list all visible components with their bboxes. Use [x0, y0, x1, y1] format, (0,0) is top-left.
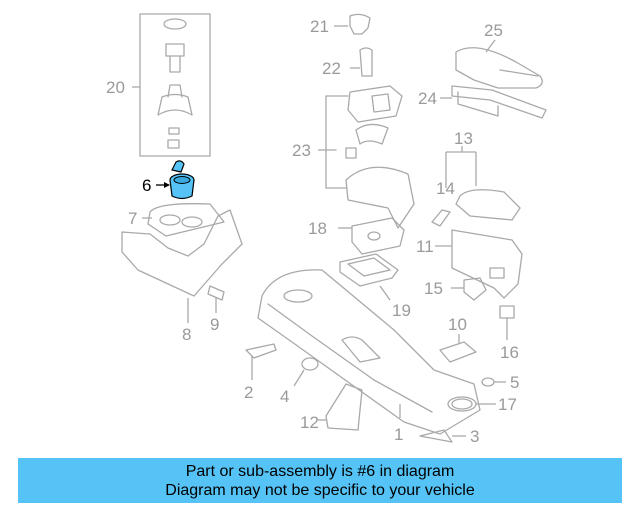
part-21-shift-knob	[334, 13, 371, 35]
part-9-clip	[207, 285, 225, 313]
callout-14: 14	[436, 179, 455, 198]
part-1-center-console	[257, 269, 481, 435]
callout-24: 24	[418, 89, 437, 108]
callout-6: 6	[142, 176, 151, 195]
part-2-bracket	[245, 343, 277, 380]
part-7-cup-holder-body	[142, 203, 225, 237]
part-6-cup-holder-insert[interactable]	[156, 160, 195, 200]
callout-21: 21	[310, 17, 329, 36]
part-19-tray	[339, 253, 399, 301]
callout-18: 18	[308, 219, 327, 238]
part-15-knob	[451, 277, 487, 301]
part-4-grommet	[293, 357, 319, 387]
callout-23: 23	[292, 141, 311, 160]
callout-10: 10	[448, 315, 467, 334]
part-5-clip	[481, 377, 506, 387]
callout-7: 7	[128, 209, 137, 228]
part-17-ring	[451, 398, 496, 410]
callout-22: 22	[322, 59, 341, 78]
callout-11: 11	[416, 237, 434, 256]
part-3-pad	[419, 429, 466, 443]
part-13-lid-group	[445, 146, 521, 221]
part-16-button	[499, 305, 515, 340]
callout-12: 12	[300, 413, 319, 432]
info-banner: Part or sub-assembly is #6 in diagram Di…	[18, 458, 622, 503]
banner-line-1: Part or sub-assembly is #6 in diagram	[185, 462, 455, 480]
callout-4: 4	[280, 387, 289, 406]
callout-16: 16	[500, 343, 519, 362]
callout-15: 15	[424, 279, 443, 298]
part-18-shift-trim	[338, 217, 405, 255]
part-25-trim-cover	[455, 39, 543, 89]
part-10-cover	[439, 334, 477, 363]
banner-line-2: Diagram may not be specific to your vehi…	[165, 481, 475, 499]
part-12-bracket	[318, 383, 363, 431]
callout-2: 2	[244, 383, 253, 402]
callout-25: 25	[484, 21, 503, 40]
callout-13: 13	[454, 129, 473, 148]
part-20-shift-boot-kit	[132, 13, 211, 157]
part-14-switch	[431, 209, 451, 227]
callout-3: 3	[470, 427, 479, 446]
callout-9: 9	[210, 315, 219, 334]
callout-5: 5	[510, 373, 519, 392]
part-24-bracket	[440, 85, 547, 119]
callout-20: 20	[106, 78, 125, 97]
callout-17: 17	[498, 395, 517, 414]
part-11-console-rear	[435, 229, 523, 299]
part-23-shifter-assembly	[318, 85, 415, 229]
callout-1: 1	[394, 425, 403, 444]
part-22-shift-lever	[350, 47, 373, 77]
callout-19: 19	[392, 301, 411, 320]
callout-8: 8	[182, 325, 191, 344]
part-8-lower-bracket	[121, 209, 243, 323]
